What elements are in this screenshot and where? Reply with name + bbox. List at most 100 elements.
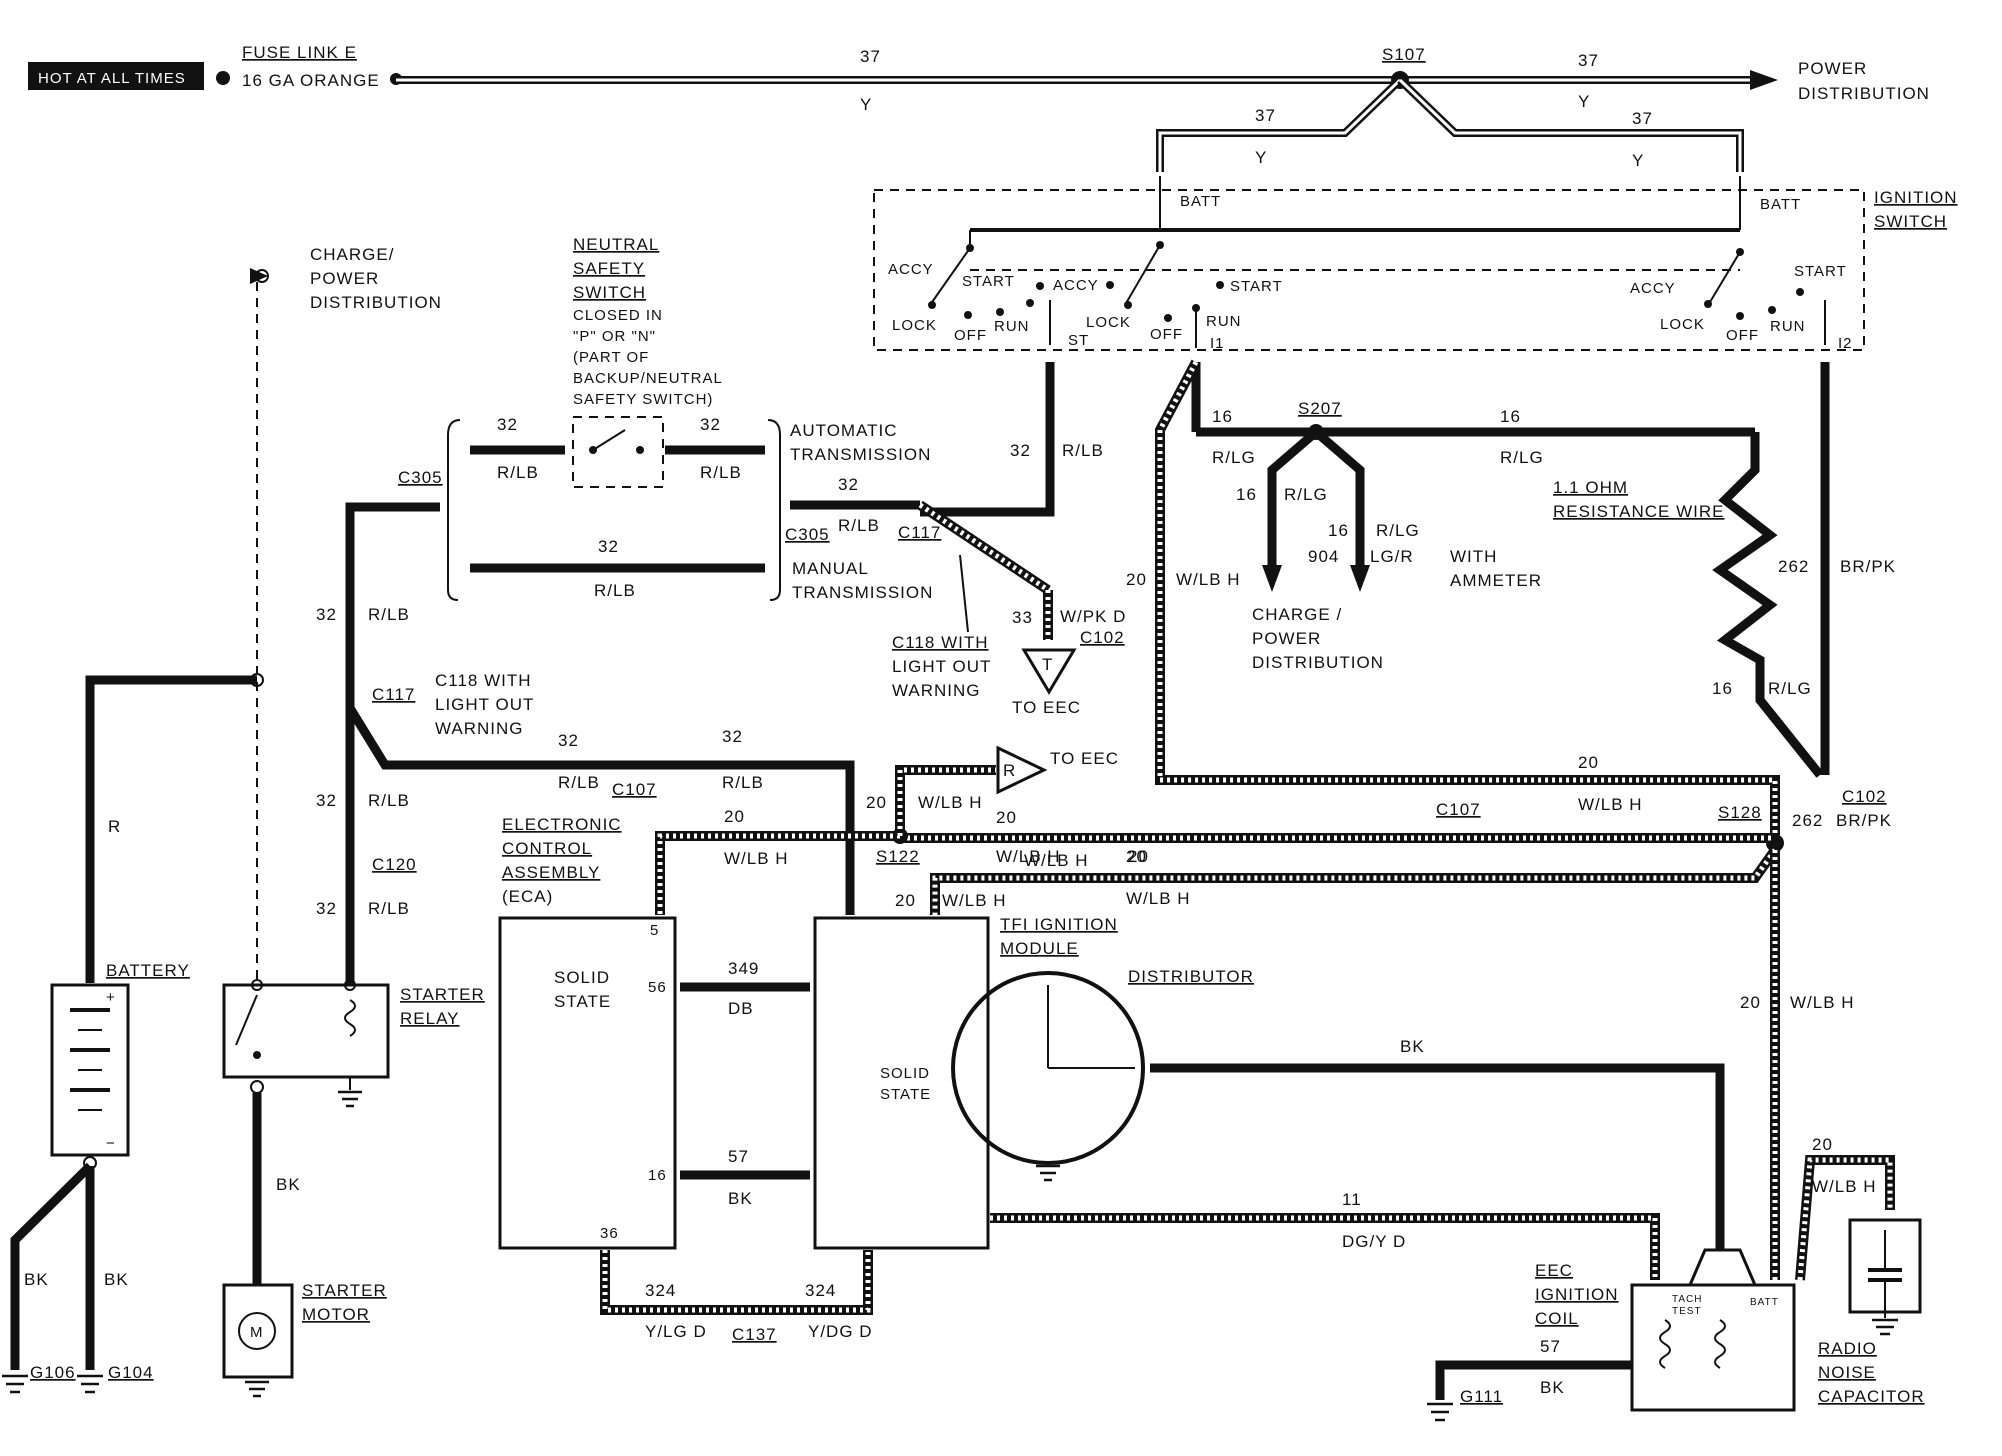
eca-label-4: (ECA) (502, 887, 553, 906)
wire-wlbh-label: W/LB H (996, 847, 1061, 866)
wire-wlbh-label: W/LB H (724, 849, 789, 868)
wire-rlg-label: R/LG (1768, 679, 1812, 698)
start-label: START (1794, 263, 1847, 280)
wire-20-label: 20 (1126, 570, 1147, 589)
wire-rlb-label: R/LB (594, 581, 636, 600)
wire-32-label: 32 (598, 537, 619, 556)
coil-box (1630, 1283, 1796, 1412)
batt-label: BATT (1760, 196, 1801, 213)
st-terminal-label: ST (1068, 332, 1089, 349)
run-circuit: 16 R/LG S207 16 R/LG 16 R/LG 16 R/LG 904… (1191, 362, 1895, 830)
wire-bk-label: BK (728, 1189, 753, 1208)
eec-ignition-coil: TACH TEST BATT EEC IGNITION COIL 57 BK G… (1427, 1248, 1796, 1422)
ignition-switch-title-1: IGNITION (1874, 188, 1958, 207)
eca-label-2: CONTROL (502, 839, 592, 858)
wire-bk-label: BK (104, 1270, 129, 1289)
charge-power2-label-2: POWER (1252, 629, 1321, 648)
splice-s122-label: S122 (876, 847, 920, 866)
wire-32-label: 32 (1010, 441, 1031, 460)
wire-rlg-label: R/LG (1376, 521, 1420, 540)
wire-rlb-label: R/LB (1062, 441, 1104, 460)
wire-bk-label: BK (1400, 1037, 1425, 1056)
wire-16-label: 16 (1500, 407, 1521, 426)
eca-box (498, 916, 677, 1250)
wire-32-label: 32 (316, 605, 337, 624)
auto-trans-label-2: TRANSMISSION (790, 445, 931, 464)
eca-label-1: ELECTRONIC (502, 815, 622, 834)
ground-g104-icon (77, 1374, 103, 1394)
wire-rlb-label: R/LB (558, 773, 600, 792)
neutral-switch-title-1: NEUTRAL (573, 235, 659, 254)
wire-16-label: 16 (1212, 407, 1233, 426)
starter-relay (222, 983, 390, 1079)
charge-power2-label-3: DISTRIBUTION (1252, 653, 1384, 672)
run-label: RUN (1206, 313, 1242, 330)
wire-32-label: 32 (722, 727, 743, 746)
eca-solid-state-2: STATE (554, 992, 611, 1011)
wlbh-harness: 20 W/LB H C107 20 W/LB H S128 S122 20 W/… (655, 359, 1895, 1281)
lock-label: LOCK (1086, 314, 1131, 331)
start-label: START (962, 273, 1015, 290)
accy-label: ACCY (1053, 277, 1099, 294)
wire-11-label: 11 (1342, 1190, 1362, 1209)
wire-324-label: 324 (645, 1281, 676, 1300)
neutral-note-4: BACKUP/NEUTRAL (573, 370, 723, 387)
connector-c137-label: C137 (732, 1325, 777, 1344)
wire-rlb-label: R/LB (838, 516, 880, 535)
battery-minus: − (106, 1135, 116, 1152)
power-dist-label-1: POWER (1798, 59, 1867, 78)
t-marker-label: T (1042, 655, 1053, 674)
splice-s128-label: S128 (1718, 803, 1762, 822)
wire-rlb-label: R/LB (700, 463, 742, 482)
fuse-link-label: FUSE LINK E (242, 43, 357, 62)
charge-arrow (1262, 565, 1282, 592)
eec-coil-label-2: IGNITION (1535, 1285, 1619, 1304)
i1-terminal-label: I1 (1210, 335, 1225, 352)
wire-y-label: Y (1255, 148, 1267, 167)
connector-c120-label: C120 (372, 855, 417, 874)
neutral-switch-title-2: SAFETY (573, 259, 645, 278)
radio-noise-capacitor: RADIO NOISE CAPACITOR (1818, 1218, 1924, 1406)
starter-relay-label-2: RELAY (400, 1009, 460, 1028)
wire-57-label: 57 (1540, 1337, 1561, 1356)
accy-label: ACCY (888, 261, 934, 278)
off-label: OFF (954, 327, 987, 344)
neutral-safety-switch (572, 416, 664, 488)
i2-terminal-label: I2 (1838, 335, 1853, 352)
wire-20-label: 20 (895, 891, 916, 910)
c118-label-2: LIGHT OUT (892, 657, 991, 676)
tfi-label-2: MODULE (1000, 939, 1079, 958)
battery-plus: + (106, 989, 116, 1006)
wire-rlg-label: R/LG (1212, 448, 1256, 467)
wire-wlbh-label: W/LB H (1176, 570, 1241, 589)
wire-brpk-label: BR/PK (1836, 811, 1892, 830)
wire-904-label: 904 (1308, 547, 1339, 566)
wire-rlg-label: R/LG (1500, 448, 1544, 467)
eec-coil-label-1: EEC (1535, 1261, 1573, 1280)
charge-power2-label-1: CHARGE / (1252, 605, 1342, 624)
wire-bk-label: BK (24, 1270, 49, 1289)
wire-ylgd-label: Y/LG D (645, 1322, 707, 1341)
connector-c107-label: C107 (612, 780, 657, 799)
lock-label: LOCK (892, 317, 937, 334)
coil-batt-label: BATT (1750, 1297, 1779, 1308)
eec-r-marker (996, 745, 1048, 795)
wire-32-label: 32 (700, 415, 721, 434)
wire-y-label: Y (1632, 151, 1644, 170)
eca-pin-16: 16 (648, 1167, 667, 1184)
eca-module: ELECTRONIC CONTROL ASSEMBLY (ECA) SOLID … (498, 815, 873, 1344)
charge-power-label-2: POWER (310, 269, 379, 288)
wire-16-label: 16 (1236, 485, 1257, 504)
wire-262-label: 262 (1778, 557, 1809, 576)
connector-c305-label: C305 (398, 468, 443, 487)
tfi-module-box (813, 916, 990, 1250)
splice-s107-label: S107 (1382, 45, 1426, 64)
wire-lgr-label: LG/R (1370, 547, 1414, 566)
wire-20-label: 20 (996, 808, 1017, 827)
starter-motor-label-2: MOTOR (302, 1305, 370, 1324)
wire-y-label: Y (1578, 92, 1590, 111)
top-power-feed: HOT AT ALL TIMES FUSE LINK E 16 GA ORANG… (28, 43, 1929, 172)
neutral-note-1: CLOSED IN (573, 307, 663, 324)
eca-pin-5: 5 (650, 922, 659, 939)
